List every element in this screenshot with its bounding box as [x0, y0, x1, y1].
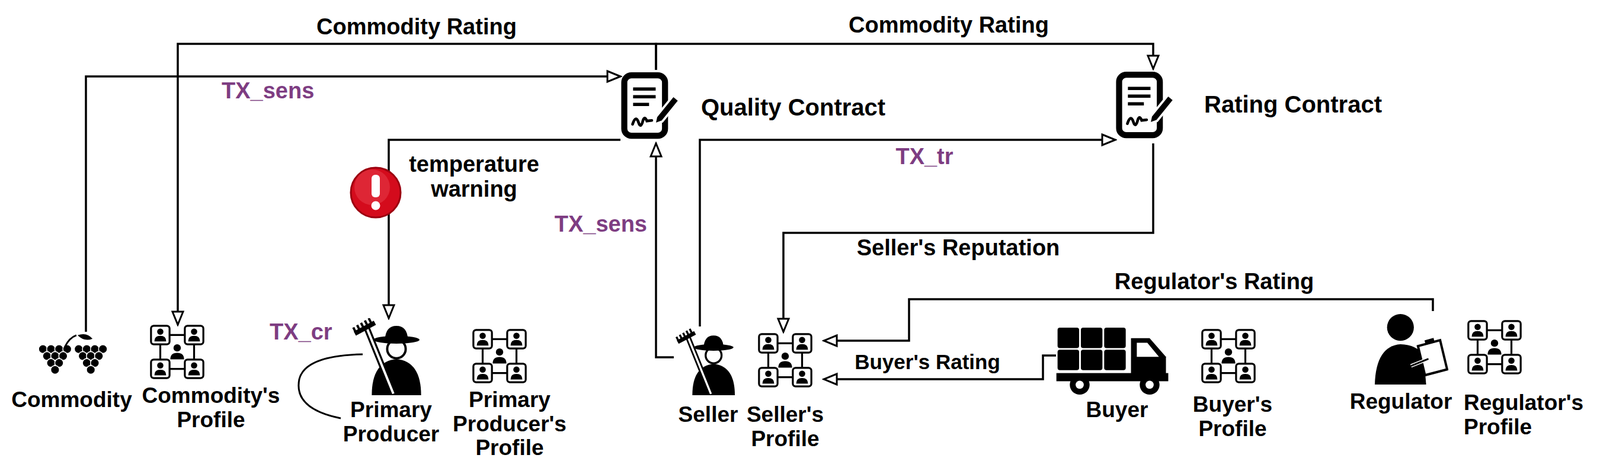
profile-node: Seller's Profile: [746, 331, 824, 451]
node-label: Buyer: [1086, 398, 1149, 423]
node-label: Commodity's Profile: [142, 384, 281, 432]
regulator-node: Regulator: [1349, 311, 1453, 415]
farmer-icon: [350, 318, 428, 396]
free-label: TX_cr: [269, 320, 333, 345]
node-label: Primary Producer: [343, 398, 440, 447]
profile-node: Commodity's Profile: [142, 324, 281, 432]
contract-icon: [1115, 68, 1177, 144]
primary-producer-node: Primary Producer: [343, 318, 440, 447]
truck-icon: [1056, 326, 1174, 397]
node-label: Buyer's Profile: [1192, 392, 1273, 441]
node-label: Quality Contract: [701, 94, 886, 121]
regulator-icon: [1372, 311, 1449, 385]
profile-icon: [472, 328, 527, 384]
edge-label: temperature warning: [408, 152, 540, 203]
node-label: Seller: [678, 402, 739, 428]
profile-icon: [149, 324, 205, 380]
profile-node: Primary Producer's Profile: [452, 328, 567, 461]
edge-label: Regulator's Rating: [1114, 269, 1314, 295]
edge-label: TX_sens: [554, 212, 648, 238]
profile-icon: [757, 331, 813, 389]
seller-node: Seller: [673, 326, 741, 428]
connector-arrow: [85, 76, 621, 332]
node-label: Rating Contract: [1204, 91, 1382, 118]
edge-label: Commodity Rating: [848, 13, 1049, 38]
buyer-node: Buyer: [1056, 326, 1174, 423]
edge-label: Commodity Rating: [316, 14, 517, 40]
rating-contract-node: Rating Contract: [1115, 68, 1382, 144]
profile-node: Buyer's Profile: [1192, 328, 1273, 441]
connector-arrow: [177, 43, 656, 325]
edge-label: TX_tr: [895, 144, 953, 170]
edge-label: Seller's Reputation: [856, 235, 1061, 261]
node-label: Commodity: [11, 388, 133, 413]
node-label: Regulator: [1349, 389, 1453, 415]
connector-arrow: [656, 143, 674, 358]
connector-arrow: [823, 299, 1433, 341]
contract-icon: [620, 69, 683, 144]
edge-label: TX_sens: [221, 78, 315, 104]
warning-icon: [350, 167, 401, 218]
profile-icon: [1467, 320, 1522, 375]
node-label: Primary Producer's Profile: [452, 388, 567, 461]
connector-arrow: [656, 43, 1154, 70]
connector-arrow: [783, 143, 1154, 332]
node-label: Regulator's Profile: [1463, 391, 1584, 440]
grapes-icon: [33, 331, 115, 375]
commodity-node: Commodity: [11, 331, 133, 413]
farmer-icon: [673, 326, 741, 398]
quality-contract-node: Quality Contract: [620, 69, 886, 144]
edge-label: Buyer's Rating: [854, 350, 1001, 374]
profile-node: Regulator's Profile: [1463, 320, 1584, 440]
node-label: Seller's Profile: [746, 402, 824, 451]
profile-icon: [1201, 328, 1256, 384]
